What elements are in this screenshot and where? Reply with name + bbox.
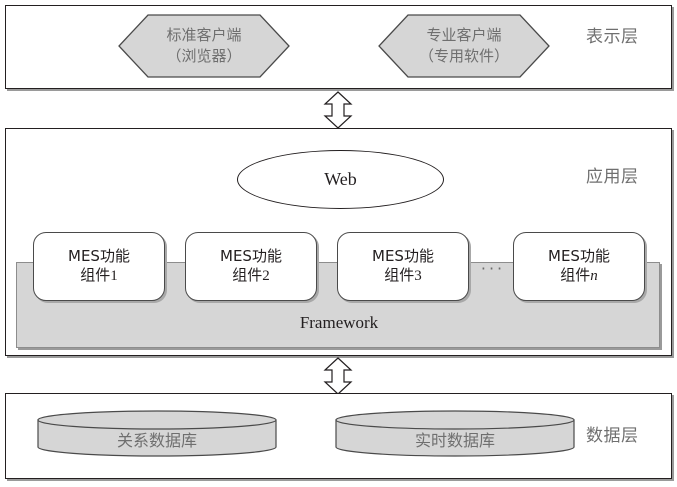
mes-component-index: 2 [262, 268, 270, 284]
mes-component-prefix: 组件 [80, 266, 111, 284]
mes-component-index: 1 [110, 268, 118, 284]
mes-component-line1: MES功能 [220, 246, 282, 265]
hexagon-outline [118, 14, 290, 78]
presentation-layer-frame [5, 5, 672, 89]
mes-component-box: MES功能 组件3 [337, 232, 469, 301]
mes-component-line2: 组件2 [232, 266, 270, 287]
web-node-label: Web [324, 169, 357, 189]
mes-component-line2: 组件3 [384, 266, 422, 287]
mes-components-ellipsis: ··· [480, 259, 506, 278]
mes-component-line1: MES功能 [548, 246, 610, 265]
cylinder-top [335, 410, 575, 430]
mes-component-line2: 组件1 [80, 266, 118, 287]
hexagon-outline [378, 14, 550, 78]
mes-component-line1: MES功能 [68, 246, 130, 265]
professional-client-hexagon: 专业客户端 （专用软件） [378, 14, 550, 78]
mes-component-index: n [590, 268, 598, 284]
mes-component-prefix: 组件 [384, 266, 415, 284]
relational-database-cylinder: 关系数据库 [37, 410, 277, 457]
mes-component-box: MES功能 组件1 [33, 232, 165, 301]
cylinder-body [335, 419, 575, 457]
cylinder-body [37, 419, 277, 457]
realtime-database-cylinder: 实时数据库 [335, 410, 575, 457]
web-node: Web [237, 150, 444, 209]
mes-component-line2: 组件n [560, 266, 598, 287]
mes-component-line1: MES功能 [372, 246, 434, 265]
standard-client-hexagon: 标准客户端 （浏览器） [118, 14, 290, 78]
mes-component-index: 3 [414, 268, 422, 284]
application-layer-label: 应用层 [586, 167, 639, 187]
data-layer-label: 数据层 [586, 426, 639, 446]
mes-component-box: MES功能 组件n [513, 232, 645, 301]
presentation-layer-label: 表示层 [586, 27, 639, 47]
mes-component-prefix: 组件 [560, 266, 591, 284]
cylinder-top [37, 410, 277, 430]
mes-component-box: MES功能 组件2 [185, 232, 317, 301]
mes-component-prefix: 组件 [232, 266, 263, 284]
framework-label: Framework [299, 313, 379, 332]
